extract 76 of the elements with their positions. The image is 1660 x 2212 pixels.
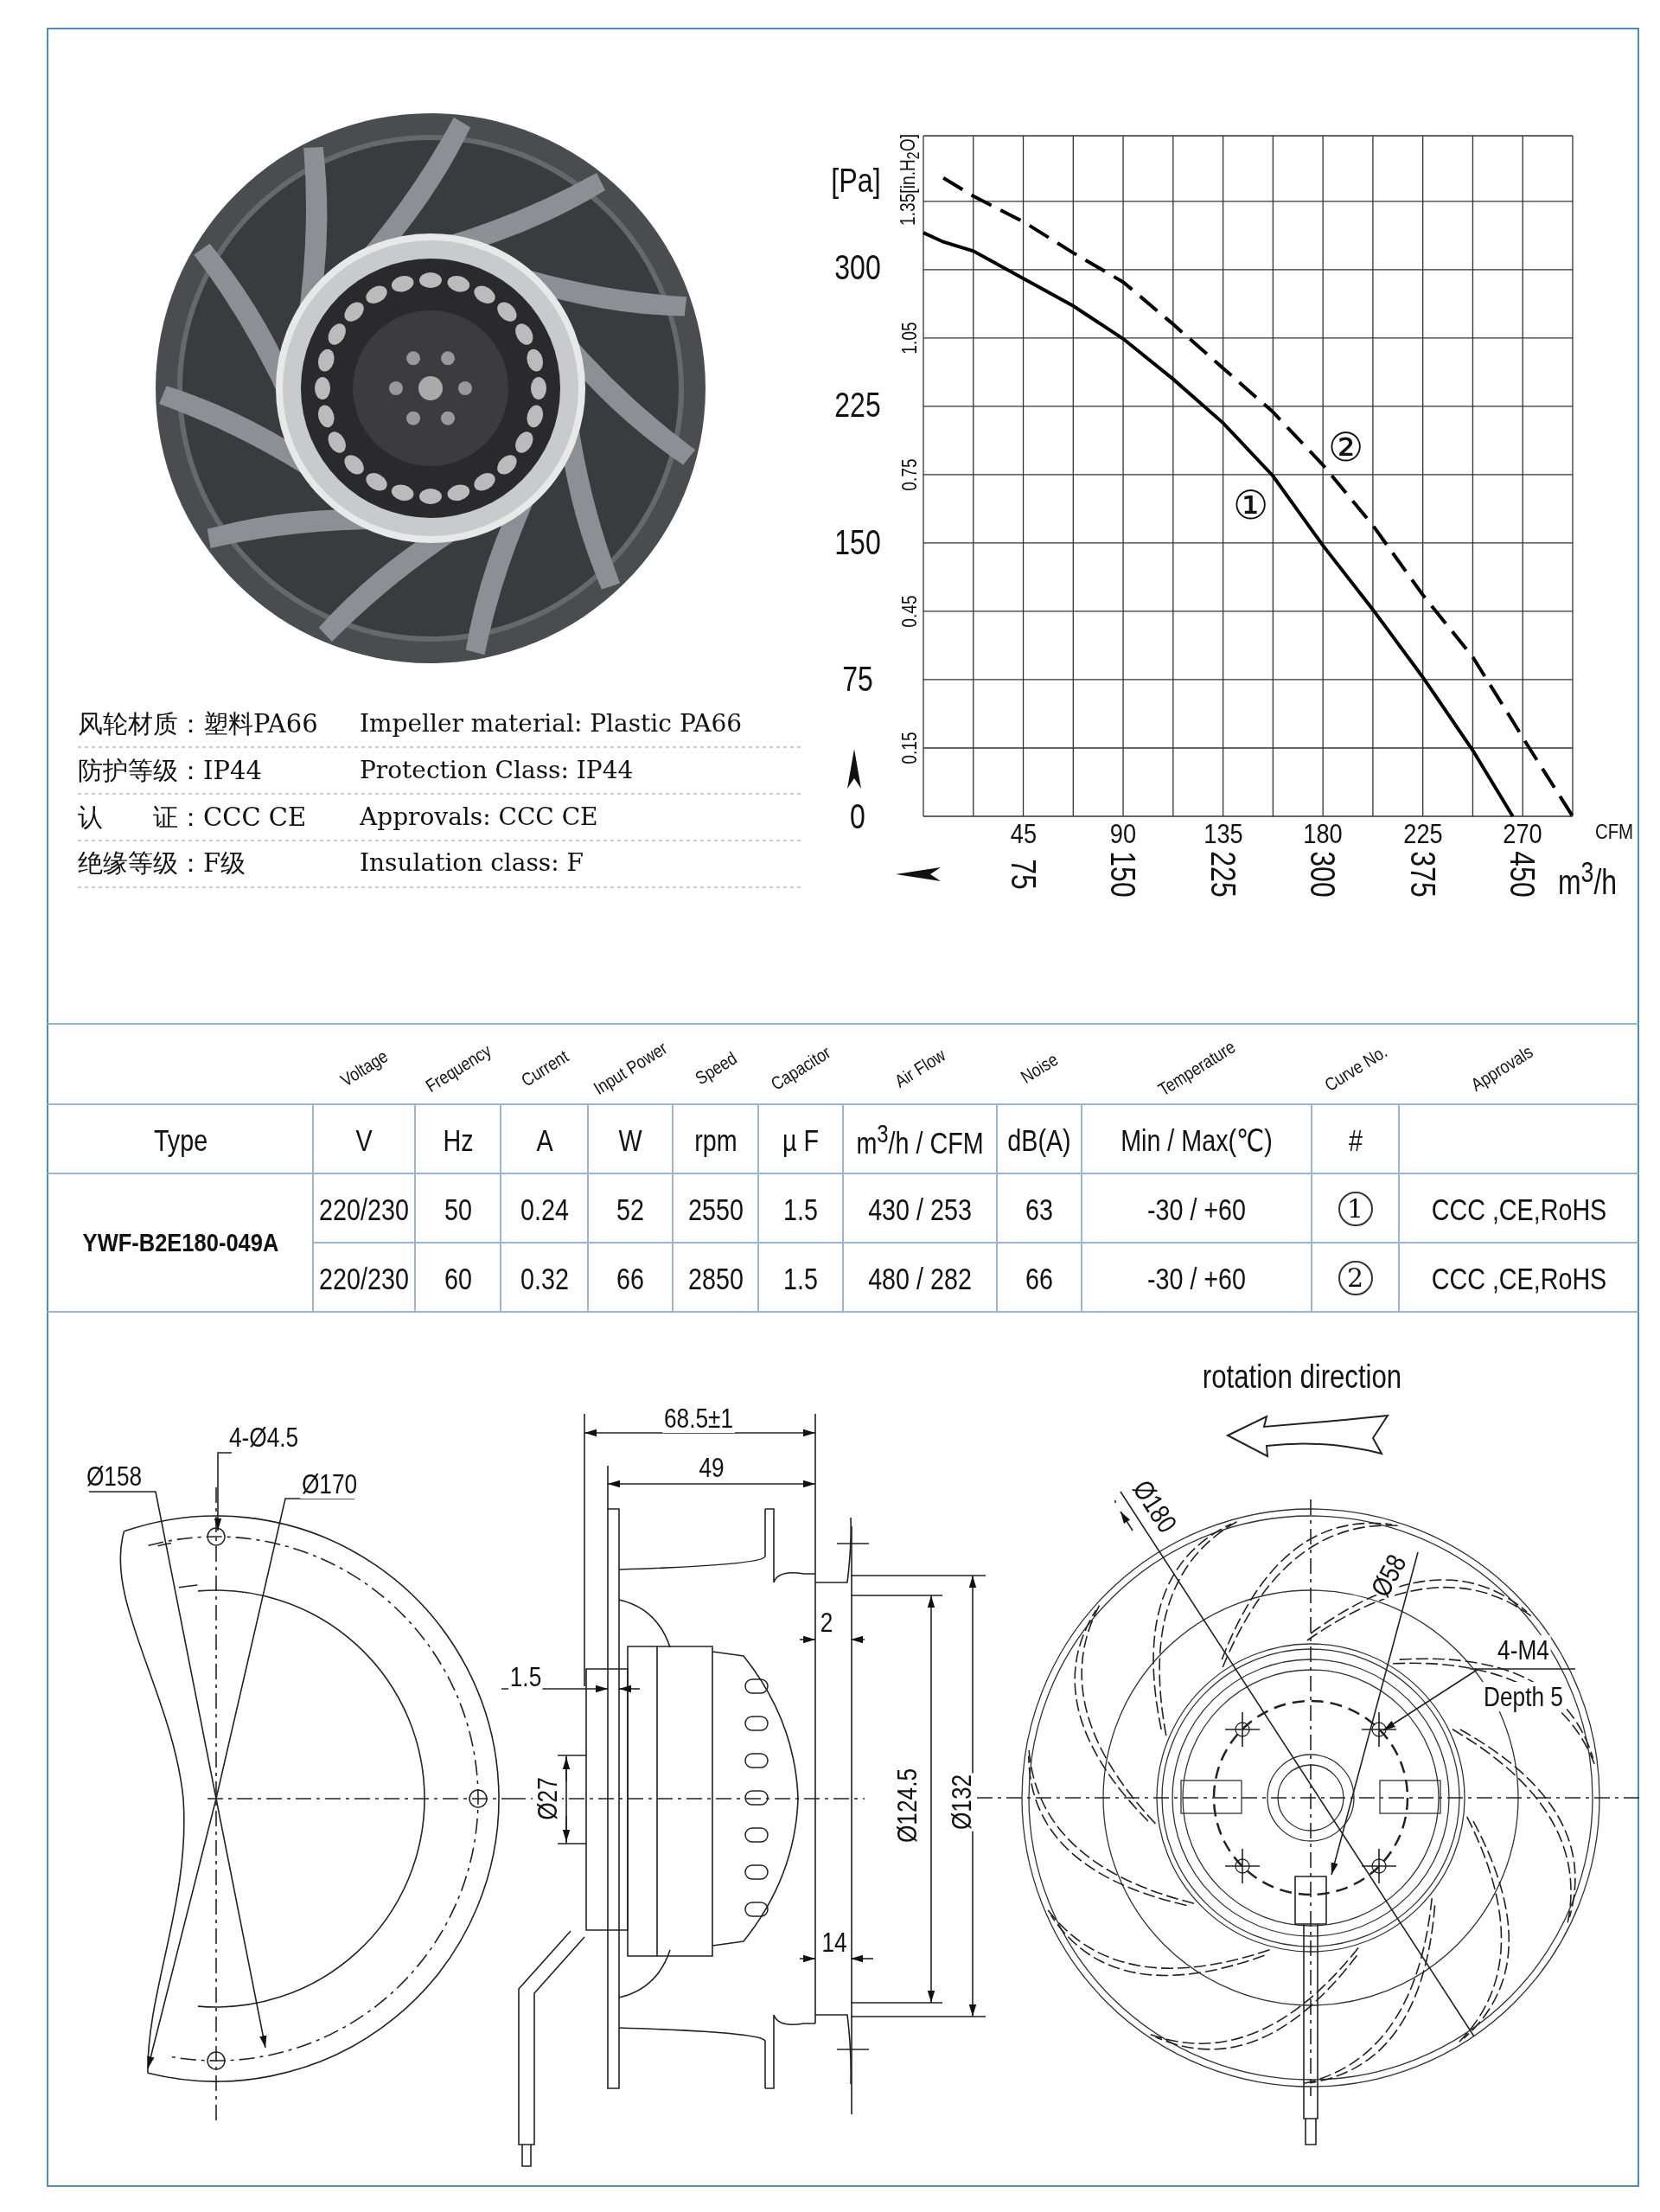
dimension-label: Depth 5 [1482,1682,1565,1711]
spec-text: Impeller material: Plastic PA66 [360,712,743,736]
column-header: rpm [693,1124,737,1155]
column-header: Hz [442,1124,474,1155]
axis-tick-label: 0 [850,799,865,834]
axis-unit-label: m$^{3}$/h [1557,857,1618,900]
axis-unit-label: [Pa] [831,164,881,197]
axis-tick-label: 75 [1006,859,1041,890]
curve-label: ② [1327,426,1363,467]
column-header: m$^{3}$/h / CFM [856,1122,984,1158]
table-cell: -30 / +60 [1146,1193,1247,1224]
table-cell: 2550 [687,1193,744,1224]
spec-text: 风轮材质：塑料PA66 [78,711,318,737]
column-header: Min / Max(℃) [1120,1124,1273,1155]
table-cell: YWF-B2E180-049A [82,1230,278,1256]
table-cell: 220/230 [319,1193,409,1224]
axis-tick-label: 300 [1306,851,1341,898]
axis-tick-label: 90 [1109,820,1137,847]
axis-tick-label: 375 [1405,851,1440,898]
curve-number: 1 [1338,1192,1373,1226]
table-cell: CCC ,CE,RoHS [1431,1193,1606,1224]
axis-tick-label: 0.45 [899,595,920,628]
axis-tick-label: 1.05 [899,322,920,355]
table-cell: 480 / 282 [868,1263,972,1294]
table-cell: 50 [444,1193,472,1224]
table-cell: 2850 [687,1263,744,1294]
column-header: Curve No. [1320,1041,1390,1095]
spec-text: 认 证：CCC CE [78,804,307,830]
column-header: # [1348,1124,1363,1155]
table-cell: 1.5 [783,1263,818,1294]
column-header: Type [153,1124,208,1155]
axis-tick-label: 135 [1203,820,1243,847]
axis-tick-label: 45 [1010,820,1037,847]
table-cell: 0.32 [520,1263,569,1294]
axis-tick-label: 180 [1303,820,1343,847]
spec-text: 防护等级：IP44 [78,758,262,783]
axis-tick-label: 0.75 [899,458,920,491]
axis-tick-label: 225 [1205,851,1241,898]
axis-unit-label: CFM [1594,822,1634,842]
spec-text: Approvals: CCC CE [360,805,598,829]
table-cell: 66 [616,1263,644,1294]
axis-tick-label: 75 [842,662,873,697]
dimension-label: Ø27 [533,1775,562,1822]
column-header: Air Flow [891,1045,948,1090]
dimension-label: Ø132 [947,1773,976,1832]
note-label: rotation direction [1202,1360,1402,1393]
axis-tick-label: 150 [1106,851,1141,898]
axis-tick-label: 0.15 [899,732,920,764]
table-cell: CCC ,CE,RoHS [1431,1263,1606,1294]
spec-text: 绝缘等级：F级 [78,850,246,876]
axis-tick-label: 270 [1503,820,1542,847]
spec-text: Insulation class: F [360,851,584,875]
axis-tick-label: 225 [1403,820,1443,847]
spec-text: Protection Class: IP44 [360,758,634,783]
curve-number: 2 [1338,1261,1373,1295]
table-cell: 60 [444,1263,472,1294]
table-cell: 430 / 253 [868,1193,972,1224]
column-header: Noise [1018,1050,1061,1086]
column-header: Input Power [591,1038,670,1098]
axis-tick-label: 300 [834,250,881,285]
column-header: W [618,1124,642,1155]
table-cell: 52 [616,1193,644,1224]
column-header: µ F [782,1124,820,1155]
table-cell: 220/230 [319,1263,409,1294]
table-cell: 1.5 [783,1193,818,1224]
table-cell: 63 [1025,1193,1053,1224]
axis-tick-label: 225 [834,387,881,422]
axis-tick-label: 450 [1505,851,1541,898]
column-header: A [535,1124,553,1155]
table-cell: 0.24 [520,1193,569,1224]
curve-label: ① [1233,485,1269,526]
table-cell: 66 [1025,1263,1053,1294]
column-header: V [355,1124,373,1155]
column-header: dB(A) [1007,1124,1071,1155]
axis-tick-label: 150 [834,524,881,559]
table-cell: -30 / +60 [1146,1263,1247,1294]
